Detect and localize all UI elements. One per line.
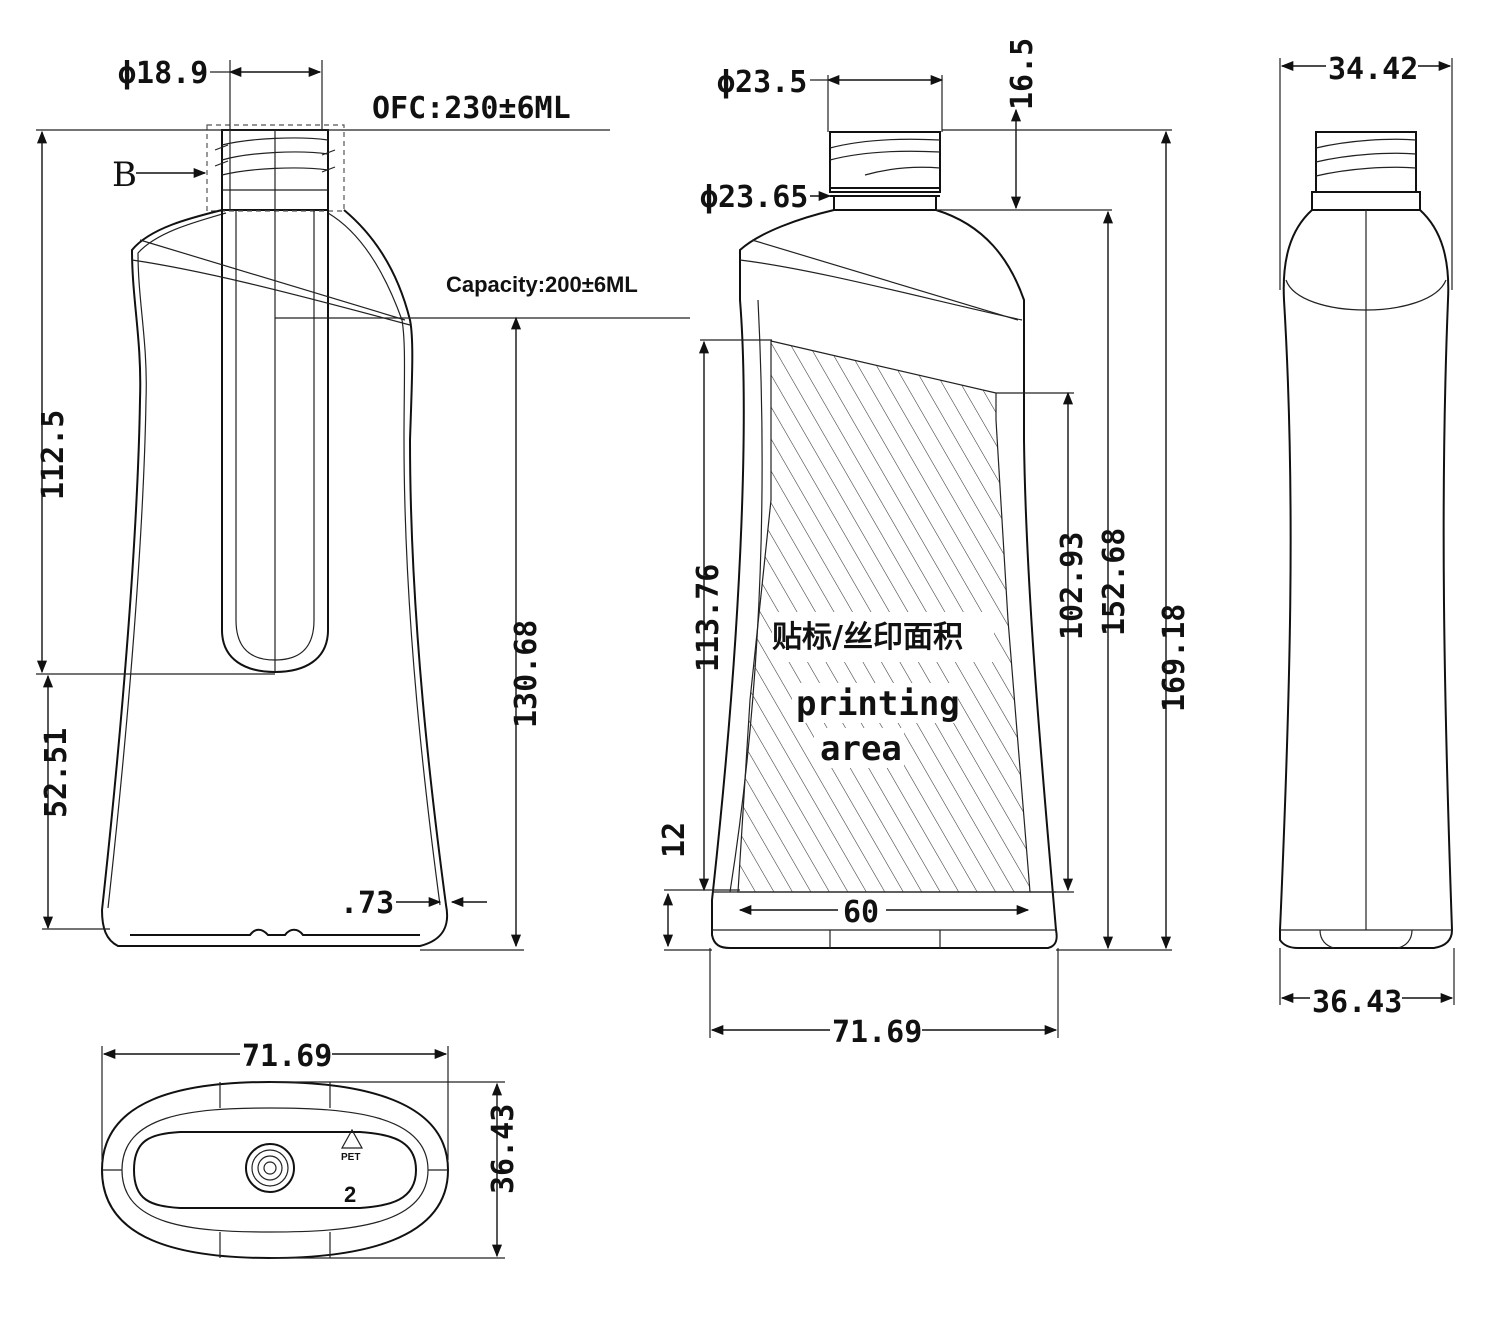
capacity-label: Capacity:200±6ML — [446, 272, 638, 297]
print-height-left-label: 113.76 — [691, 564, 726, 672]
bottom-depth-label: 36.43 — [486, 1104, 521, 1194]
neck-ring-diameter-label: ϕ23.65 — [700, 180, 808, 215]
total-height-label: 169.18 — [1157, 604, 1192, 712]
side-bottom-width-label: 36.43 — [1312, 985, 1402, 1020]
print-area-en-label-2: area — [820, 729, 902, 769]
print-area-cn-label: 贴标/丝印面积 — [772, 620, 963, 655]
bottom-view: PET 2 71.69 36.43 — [100, 1036, 521, 1260]
height-112-label: 112.5 — [36, 410, 71, 500]
cap-diameter-label: ϕ23.5 — [717, 65, 807, 100]
front-width-label: 71.69 — [832, 1015, 922, 1050]
mold-number-label: 2 — [344, 1182, 356, 1207]
finish-height-label: 16.5 — [1005, 38, 1040, 110]
side-view: 34.42 36.43 — [1279, 50, 1455, 1020]
height-52-label: 52.51 — [39, 728, 74, 818]
neck-diameter-label: ϕ18.9 — [118, 56, 208, 91]
recycle-icon — [340, 1128, 364, 1149]
recycle-code-label: PET — [341, 1152, 360, 1163]
print-width-label: 60 — [843, 895, 879, 930]
ofc-label: OFC:230±6ML — [372, 91, 571, 126]
print-area-en-label-1: printing — [796, 684, 960, 724]
side-top-width-label: 34.42 — [1328, 52, 1418, 87]
height-130-label: 130.68 — [509, 620, 544, 728]
print-height-right-label: 102.93 — [1055, 532, 1090, 640]
left-section-view: ϕ18.9 OFC:230±6ML B Capacity:200±6ML 112… — [36, 56, 690, 951]
wall-thickness-label: .73 — [340, 886, 394, 921]
body-height-label: 152.68 — [1097, 528, 1132, 636]
front-view: 贴标/丝印面积 printing area ϕ23.5 ϕ23.65 16.5 … — [657, 38, 1192, 1050]
bottom-offset-label: 12 — [657, 822, 692, 858]
bottom-width-label: 71.69 — [242, 1039, 332, 1074]
detail-b-marker: B — [112, 155, 137, 195]
